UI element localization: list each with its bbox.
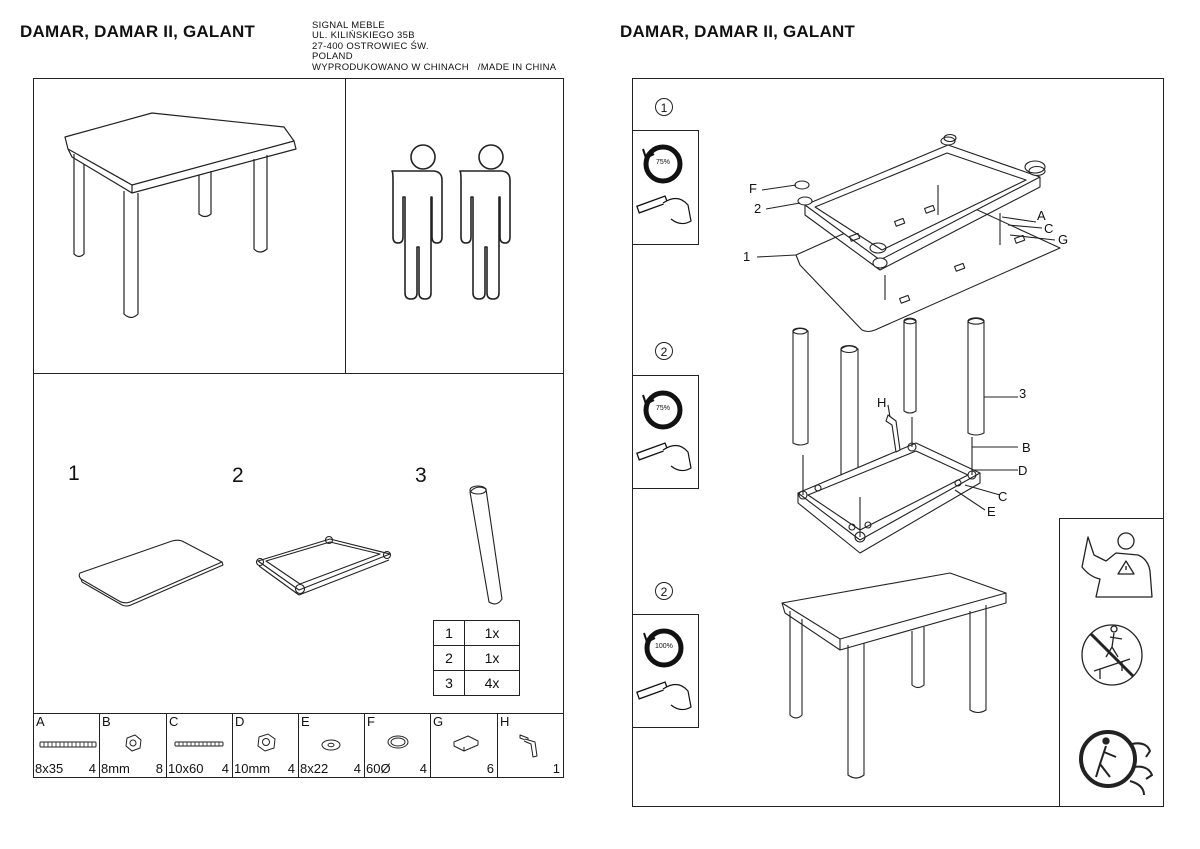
- callout-label: B: [1022, 440, 1031, 455]
- warning-icons: [1079, 532, 1153, 796]
- component-number: 3: [415, 464, 427, 487]
- callout-label: G: [1058, 232, 1069, 247]
- two-person-panel: [345, 78, 564, 374]
- hardware-cell: E 8x22 4: [299, 714, 365, 777]
- hardware-qty: 4: [353, 761, 361, 776]
- table-row: 3 4x: [433, 670, 520, 696]
- two-persons-required-icon: [391, 144, 511, 300]
- callout-label: E: [987, 504, 996, 519]
- caution-person-icon: [1081, 532, 1153, 598]
- hardware-letter: B: [102, 714, 111, 729]
- address-line: 27-400 OSTROWIEC ŚW.: [312, 40, 429, 52]
- callout-label: A: [1037, 208, 1046, 223]
- threaded-rod-icon: [174, 741, 224, 747]
- hardware-cell: D 10mm 4: [233, 714, 299, 777]
- warnings-column: [1059, 518, 1164, 807]
- count-quantity: 4x: [464, 670, 520, 696]
- component-number: 2: [232, 464, 244, 487]
- hardware-letter: H: [500, 714, 510, 729]
- component-number: 1: [68, 462, 80, 485]
- left-title: DAMAR, DAMAR II, GALANT: [20, 22, 256, 41]
- callout-label: C: [998, 489, 1008, 504]
- count-number: 2: [433, 645, 465, 671]
- right-title: DAMAR, DAMAR II, GALANT: [620, 22, 856, 41]
- hardware-size: 8mm: [101, 761, 130, 776]
- hardware-qty: 4: [88, 761, 96, 776]
- hardware-cell: F 60Ø 4: [365, 714, 431, 777]
- hardware-qty: 4: [221, 761, 229, 776]
- hardware-size: 60Ø: [366, 761, 391, 776]
- assembled-table-illustration: [64, 112, 297, 319]
- callout-label: 1: [743, 249, 751, 264]
- callout-label: 3: [1019, 386, 1027, 401]
- hardware-qty: 4: [419, 761, 427, 776]
- assembly-illustration: [756, 133, 1061, 779]
- manufacturer-address: SIGNAL MEBLE UL. KILIŃSKIEGO 35B 27-400 …: [312, 20, 557, 73]
- component-count-table: 1 1x 2 1x 3 4x: [433, 620, 520, 696]
- hardware-cell: B 8mm 8: [100, 714, 167, 777]
- made-in-line: WYPRODUKOWANO W CHINACH /MADE IN CHINA: [312, 61, 557, 73]
- hardware-cell: A 8x35 4: [34, 714, 100, 777]
- washer-icon: [321, 739, 341, 751]
- hex-nut-icon: [257, 733, 276, 752]
- rotate-tighten-icon: [636, 390, 692, 472]
- tighten-box: 100%: [632, 614, 699, 728]
- table-row: 1 1x: [433, 620, 520, 646]
- callout-label: F: [749, 181, 757, 196]
- hardware-cell: H 1: [498, 714, 563, 777]
- rotate-tighten-icon: [636, 628, 692, 711]
- hardware-qty: 6: [486, 761, 494, 776]
- components-illustration: [78, 485, 503, 607]
- recycle-disposal-icon: [1079, 730, 1153, 796]
- tighten-box: 75%: [632, 130, 699, 245]
- assembled-table-panel: [33, 78, 346, 374]
- step-number: 1: [655, 98, 673, 116]
- hardware-qty: 1: [552, 761, 560, 776]
- hardware-letter: E: [301, 714, 310, 729]
- long-bolt-icon: [39, 741, 97, 748]
- address-line: UL. KILIŃSKIEGO 35B: [312, 30, 415, 42]
- count-number: 1: [433, 620, 465, 646]
- hardware-letter: F: [367, 714, 375, 729]
- hardware-letter: C: [169, 714, 179, 729]
- hardware-size: 10x60: [168, 761, 204, 776]
- hardware-letter: D: [235, 714, 245, 729]
- hardware-letter: G: [433, 714, 444, 729]
- clip-icon: [453, 735, 479, 752]
- table-row: 2 1x: [433, 645, 520, 671]
- tighten-percent: 75%: [656, 405, 671, 412]
- hardware-cell: C 10x60 4: [167, 714, 233, 777]
- hardware-size: 8x35: [35, 761, 64, 776]
- hardware-qty: 8: [155, 761, 163, 776]
- address-line: POLAND: [312, 51, 353, 63]
- callout-label: D: [1018, 463, 1028, 478]
- callout-label: 2: [754, 201, 762, 216]
- hardware-qty: 4: [287, 761, 295, 776]
- hardware-cell: G 6: [431, 714, 498, 777]
- count-quantity: 1x: [464, 645, 520, 671]
- tighten-box: 75%: [632, 375, 699, 489]
- count-number: 3: [433, 670, 465, 696]
- callout-label: H: [877, 395, 887, 410]
- callout-label: C: [1044, 221, 1054, 236]
- hardware-parts-table: A 8x35 4 B 8mm 8 C 10x60 4 D 10mm 4 E 8x…: [33, 713, 564, 778]
- felt-pad-icon: [387, 735, 409, 749]
- address-line: SIGNAL MEBLE: [312, 20, 385, 31]
- allen-key-icon: [519, 734, 538, 758]
- rotate-tighten-icon: [636, 144, 692, 225]
- hex-nut-icon: [125, 734, 142, 752]
- no-standing-icon: [1081, 624, 1143, 686]
- step-number: 2: [655, 582, 673, 600]
- hardware-size: 10mm: [234, 761, 271, 776]
- step-number: 2: [655, 342, 673, 360]
- tighten-percent: 75%: [656, 159, 671, 166]
- tighten-percent: 100%: [655, 643, 673, 650]
- count-quantity: 1x: [464, 620, 520, 646]
- hardware-size: 8x22: [300, 761, 329, 776]
- hardware-letter: A: [36, 714, 45, 729]
